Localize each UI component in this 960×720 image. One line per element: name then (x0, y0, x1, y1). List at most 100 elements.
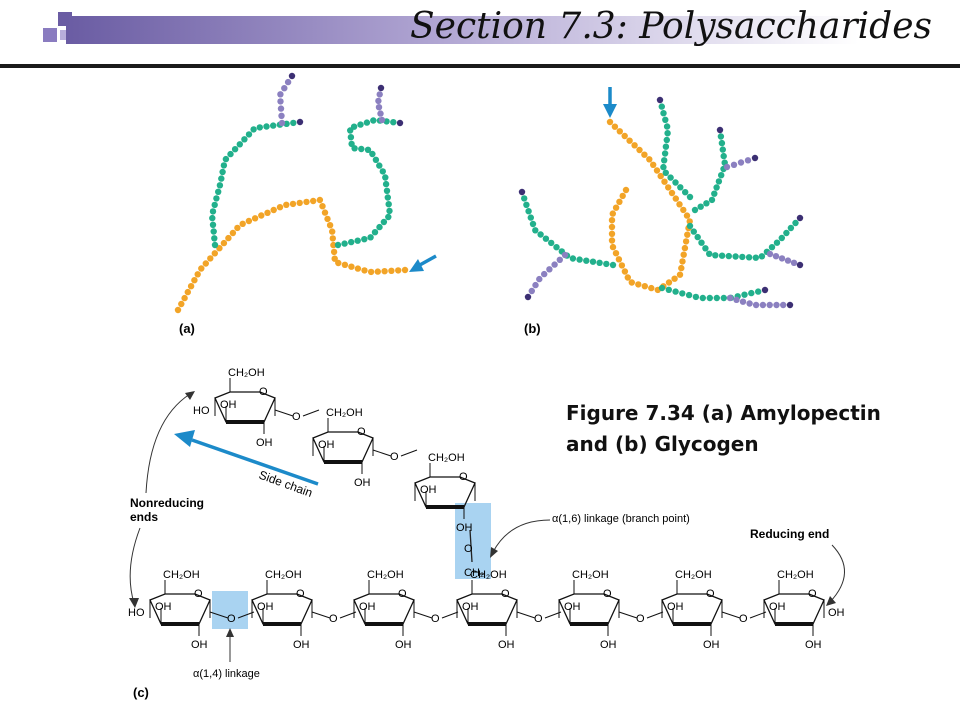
glycogen-branch-residue (690, 228, 697, 235)
svg-text:CH₂OH: CH₂OH (367, 569, 404, 581)
glycogen-branch-residue (542, 235, 550, 242)
glycogen-main-residue (619, 192, 626, 200)
amylopectin-main-residue (289, 200, 297, 208)
glycogen-branch-residue (708, 196, 716, 204)
glycogen-main-residue (616, 198, 623, 205)
glycogen-branch-residue (663, 123, 671, 130)
glycogen-branch-residue (778, 234, 785, 242)
glycogen-branch-residue (706, 250, 713, 257)
svg-text:O: O (459, 471, 468, 483)
amylopectin-main-residue (245, 217, 253, 225)
glycogen-branch-residue (698, 239, 705, 246)
amylopectin-branch-residue (215, 188, 222, 195)
glycogen-outer-residue (759, 301, 767, 309)
glycogen-main-residue (626, 137, 633, 144)
amylopectin-main-residue (191, 277, 198, 284)
amylopectin-outer-residue (378, 116, 386, 124)
amylopectin-main-residue (319, 203, 326, 210)
glycogen-outer-residue (730, 161, 738, 168)
glycogen-branch-residue (523, 201, 530, 208)
glycogen-branch-residue (661, 157, 668, 164)
glycogen-outer-residue (723, 163, 731, 171)
amylopectin-branch-residue (334, 241, 342, 249)
glycogen-outer-residue (536, 275, 543, 283)
glycogen-branch-residue (532, 227, 539, 234)
nonreducing-arrow-top (145, 393, 191, 494)
amylopectin-branch-residue (219, 168, 226, 176)
amylopectin-branch-residue (231, 146, 239, 153)
glycogen-outer-residue (746, 300, 753, 307)
amylopectin-main-residue (258, 212, 265, 219)
panel-label-b: (b) (524, 321, 541, 336)
amylopectin-main-residue (276, 204, 284, 211)
svg-text:O: O (501, 588, 510, 600)
amylopectin-main-residue (202, 260, 209, 267)
glycogen-branch-residue (553, 244, 560, 251)
amylopectin-branch-residue (296, 118, 304, 126)
svg-text:OH: OH (564, 601, 581, 613)
glycogen-main-residue (665, 184, 672, 191)
amylopectin-main-residue (401, 266, 409, 274)
amylopectin-main-residue (178, 300, 185, 308)
amylopectin-branch-residue (216, 182, 224, 189)
amylopectin-branch-residue (358, 145, 365, 153)
amylopectin-outer-residue (281, 85, 288, 92)
glycogen-outer-residue (524, 293, 532, 301)
amylopectin-main-residue (264, 209, 271, 216)
amylopectin-main-residue (316, 196, 324, 204)
glucose-residue-chains (174, 72, 804, 314)
amylopectin-outer-residue (376, 91, 383, 98)
amylopectin-branch-residue (222, 155, 230, 163)
amylopectin-main-residue (329, 228, 336, 235)
svg-text:CH₂OH: CH₂OH (265, 569, 302, 581)
branch-ch2-label: CH₂ (464, 567, 484, 579)
amylopectin-branch-residue (386, 207, 393, 215)
glycogen-main-residue (681, 244, 689, 252)
header-bar (66, 16, 900, 44)
amylopectin-branch-residue (263, 123, 270, 130)
svg-text:HO: HO (128, 607, 145, 619)
amylopectin-outer-residue (277, 98, 284, 105)
reducing-end-label: Reducing end (750, 527, 829, 541)
svg-text:CH₂OH: CH₂OH (163, 569, 200, 581)
svg-text:O: O (194, 588, 203, 600)
svg-text:CH₂OH: CH₂OH (675, 569, 712, 581)
glycogen-branch-residue (527, 214, 534, 221)
amylopectin-main-residue (354, 265, 362, 272)
amylopectin-main-residue (361, 267, 368, 274)
amylopectin-outer-residue (284, 78, 292, 86)
glycogen-outer-residue (751, 154, 759, 162)
amylopectin-branch-residue (227, 150, 234, 158)
amylopectin-main-residue (211, 250, 218, 257)
amylopectin-branch-residue (220, 162, 228, 169)
glycogen-branch-residue (548, 239, 555, 247)
amylopectin-outer-residue (277, 105, 285, 112)
glycogen-branch-residue (716, 126, 724, 134)
glycogen-outer-residue (733, 296, 740, 303)
glycogen-branch-residue (711, 190, 718, 197)
amylopectin-branch-residue (209, 214, 216, 222)
svg-text:OH: OH (155, 601, 172, 613)
amylopectin-branch-residue (369, 150, 376, 158)
amylopectin-main-residue (374, 268, 381, 275)
svg-text:O: O (357, 426, 366, 438)
amylopectin-main-residue (184, 288, 191, 296)
glycogen-main-residue (618, 262, 626, 269)
glycogen-outer-residue (528, 287, 535, 295)
amylopectin-branch-residue (347, 134, 355, 141)
branch-linkage-label: α(1,6) linkage (branch point) (552, 513, 690, 525)
glycogen-outer-residue (561, 251, 569, 259)
glycogen-branch-residue (694, 233, 701, 241)
glycogen-outer-residue (541, 270, 548, 278)
glycogen-branch-residue (699, 294, 706, 302)
glycogen-branch-residue (685, 291, 693, 299)
glycogen-branch-residue (720, 294, 727, 302)
amylopectin-main-residue (330, 248, 338, 256)
svg-text:O: O (706, 588, 715, 600)
amylopectin-branch-residue (384, 194, 391, 201)
amylopectin-branch-residue (270, 122, 277, 129)
